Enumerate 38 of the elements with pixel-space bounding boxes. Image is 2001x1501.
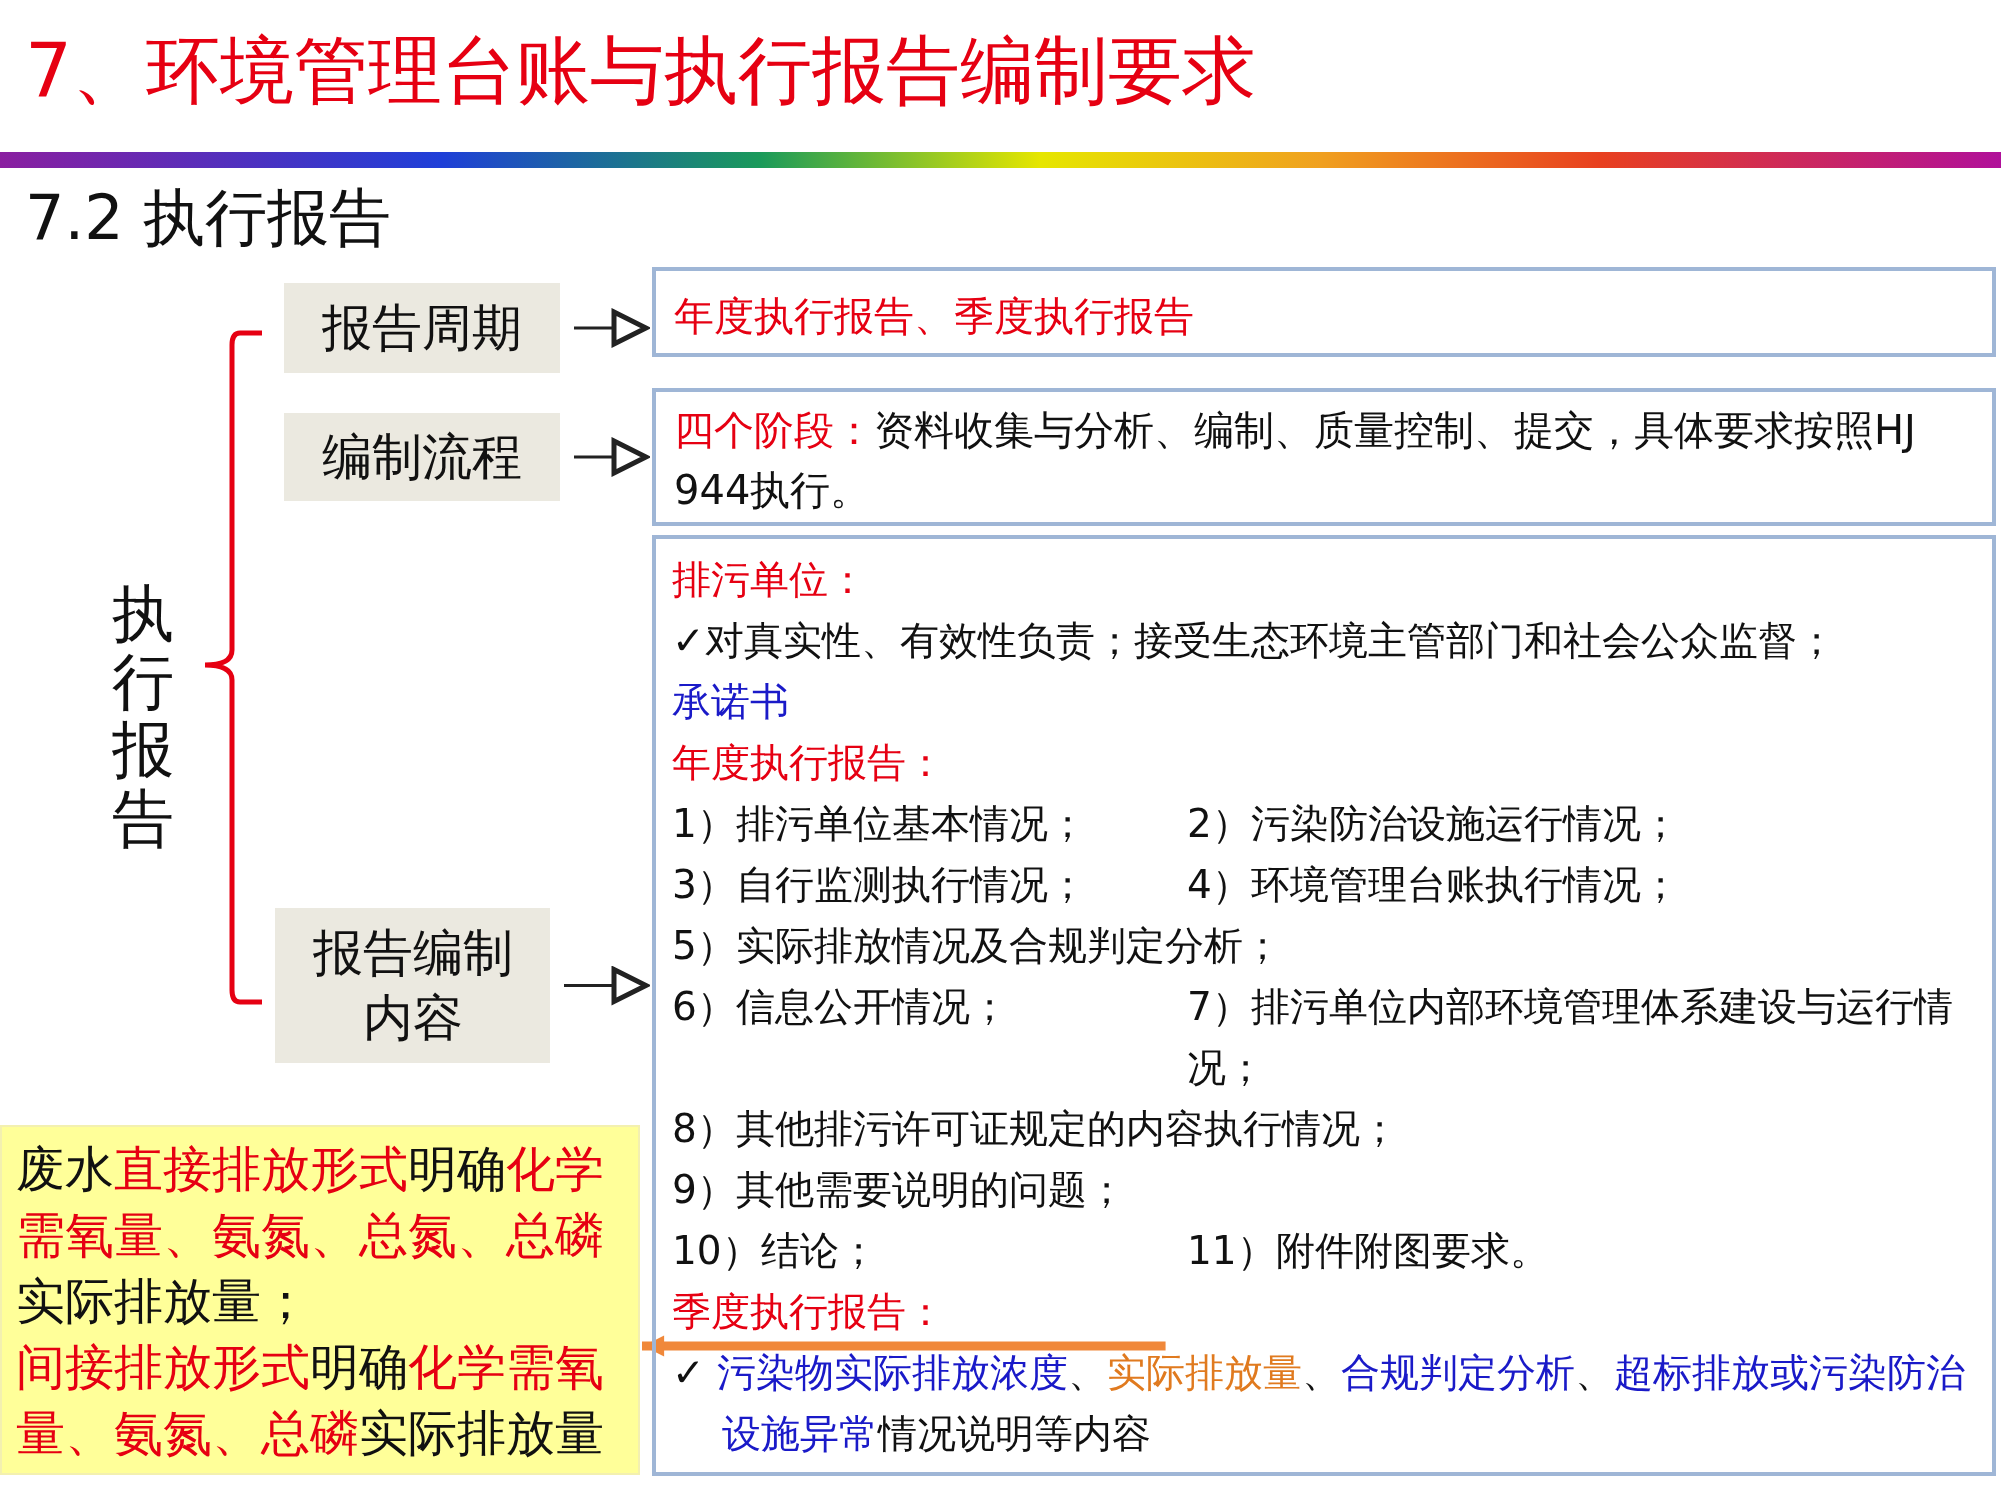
- category-label: 编制流程: [321, 426, 523, 488]
- item-text: 9）其他需要说明的问题；: [672, 1166, 1127, 1214]
- item-text: 1）排污单位基本情况；: [672, 800, 1088, 848]
- arrow: [574, 438, 649, 476]
- item-text: 8）其他排污许可证规定的内容执行情况；: [672, 1105, 1400, 1153]
- note-text: 废水直接排放形式明确化学需氧量、氨氮、总氮、总磷实际排放量；: [16, 1140, 605, 1332]
- item-text: ✓对真实性、有效性负责；接受生态环境主管部门和社会公众监督；: [672, 617, 1837, 665]
- section-heading-text: 排污单位：: [672, 556, 868, 604]
- section-heading: 7.2 执行报告: [25, 180, 392, 256]
- category-label: 报告编制内容: [311, 922, 514, 1049]
- vertical-heading: 执行报告: [112, 580, 174, 853]
- content-panel: [652, 535, 1996, 1476]
- note-text: 间接排放形式明确化学需氧量、氨氮、总磷实际排放量: [16, 1338, 605, 1464]
- item-text: ✓ 污染物实际排放浓度、实际排放量、合规判定分析、超标排放或污染防治设施异常情况说明等内容: [672, 1349, 1967, 1458]
- category-box: [284, 283, 560, 373]
- content-panel: [652, 267, 1996, 357]
- page-title: 7、环境管理台账与执行报告编制要求: [25, 26, 1257, 115]
- category-label: 报告周期: [321, 297, 523, 359]
- item-text: 7）排污单位内部环境管理体系建设与运行情况；: [1187, 983, 1954, 1092]
- item-text: 10）结论；: [672, 1227, 879, 1275]
- arrow: [564, 967, 649, 1004]
- note-box: [0, 1125, 640, 1475]
- content-panel: [652, 388, 1996, 526]
- arrow: [642, 1335, 1166, 1357]
- item-text: 6）信息公开情况；: [672, 983, 1010, 1031]
- item-text: 11）附件附图要求。: [1187, 1227, 1550, 1275]
- category-box: [284, 413, 560, 501]
- item-text: 4）环境管理台账执行情况；: [1187, 861, 1681, 909]
- panel-text: 四个阶段：资料收集与分析、编制、质量控制、提交，具体要求按照HJ 944执行。: [674, 406, 1917, 515]
- arrow: [574, 309, 649, 347]
- section-heading-text: 承诺书: [672, 678, 790, 726]
- item-text: 3）自行监测执行情况；: [672, 861, 1088, 909]
- panel-text: 年度执行报告、季度执行报告: [674, 292, 1194, 341]
- section-heading-text: 季度执行报告：: [672, 1288, 946, 1336]
- section-heading-text: 年度执行报告：: [672, 739, 946, 787]
- category-box: [275, 908, 550, 1063]
- item-text: 2）污染防治设施运行情况；: [1187, 800, 1681, 848]
- item-text: 5）实际排放情况及合规判定分析；: [672, 922, 1283, 970]
